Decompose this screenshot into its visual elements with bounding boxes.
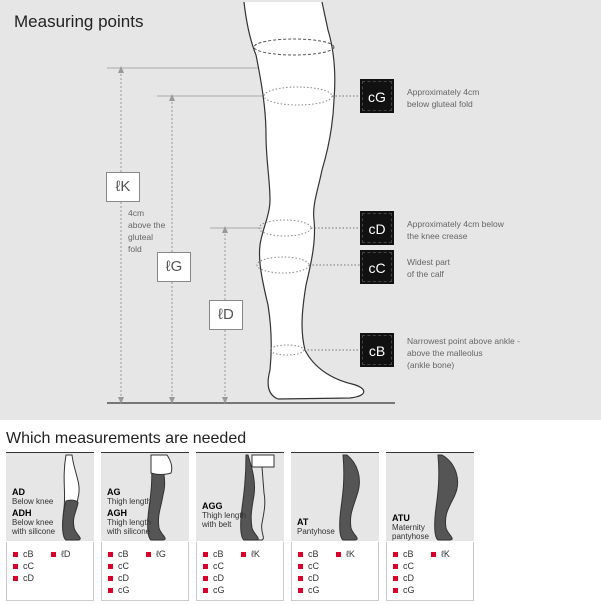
below-knee-stocking-illustration <box>62 454 81 541</box>
list-item: cB <box>393 548 415 560</box>
desc-AGH: Thigh length with silicone <box>107 518 152 536</box>
list-item: cC <box>393 560 415 572</box>
measurement-list: cB cC cD cG <box>393 548 415 596</box>
section-title: Which measurements are needed <box>6 430 247 447</box>
leg-diagram-svg <box>107 1 395 404</box>
list-item: cG <box>393 584 415 596</box>
desc-AD: Below knee <box>12 497 54 506</box>
desc-AT: Pantyhose <box>297 527 335 536</box>
list-item: cC <box>13 560 34 572</box>
list-item: ℓG <box>146 548 166 560</box>
length-list: ℓD <box>51 548 70 560</box>
card-below-knee: AD Below knee ADH Below knee with silico… <box>6 452 94 602</box>
cG-badge: cG <box>362 81 392 111</box>
list-item: ℓD <box>51 548 70 560</box>
list-item: cB <box>13 548 34 560</box>
measurement-list: cB cC cD cG <box>203 548 225 596</box>
lD-label: ℓD <box>209 300 243 330</box>
code-AGH: AGH <box>107 508 127 518</box>
list-item: cD <box>393 572 415 584</box>
card-thigh-length: AG Thigh length AGH Thigh length with si… <box>101 452 189 602</box>
thigh-length-stocking-illustration <box>147 454 173 541</box>
maternity-pantyhose-illustration <box>434 454 458 541</box>
pantyhose-illustration <box>339 454 360 541</box>
desc-ADH: Below knee with silicone <box>12 518 56 536</box>
list-item: cB <box>298 548 320 560</box>
code-AGG: AGG <box>202 501 223 511</box>
list-item: cC <box>203 560 225 572</box>
code-AT: AT <box>297 517 309 527</box>
card-maternity-pantyhose: ATU Maternity pantyhose cB cC cD cG ℓK <box>386 452 474 602</box>
cB-description: Narrowest point above ankle - above the … <box>407 336 520 370</box>
thigh-belt-stocking-illustration <box>240 454 275 541</box>
code-ATU: ATU <box>392 513 410 523</box>
list-item: cD <box>108 572 130 584</box>
measuring-points-diagram: Measuring points ℓK 4cm above the glutea… <box>0 0 601 420</box>
diagram-title: Measuring points <box>14 12 144 31</box>
length-list: ℓK <box>431 548 450 560</box>
card-thigh-length-belt: AGG Thigh length with belt cB cC cD cG ℓ… <box>196 452 284 602</box>
desc-AGG: Thigh length with belt <box>202 511 247 529</box>
lK-note: 4cm above the gluteal fold <box>128 208 166 254</box>
lG-label: ℓG <box>157 252 191 282</box>
cB-badge: cB <box>362 335 392 365</box>
measurement-list: cB cC cD cG <box>298 548 320 596</box>
list-item: cC <box>108 560 130 572</box>
list-item: ℓK <box>336 548 355 560</box>
list-item: cG <box>108 584 130 596</box>
list-item: cG <box>203 584 225 596</box>
cC-badge: cC <box>362 252 392 282</box>
leg-outline <box>243 1 365 400</box>
list-item: cD <box>13 572 34 584</box>
cG-description: Approximately 4cm below gluteal fold <box>407 87 480 109</box>
gluteal-fold-ellipse <box>253 38 335 56</box>
lK-label: ℓK <box>106 172 140 202</box>
list-item: cG <box>298 584 320 596</box>
list-item: cB <box>203 548 225 560</box>
measurement-list: cB cC cD <box>13 548 34 584</box>
list-item: ℓK <box>241 548 260 560</box>
code-AG: AG <box>107 487 121 497</box>
code-ADH: ADH <box>12 508 32 518</box>
desc-ATU: Maternity pantyhose <box>392 523 429 541</box>
measurement-list: cB cC cD cG <box>108 548 130 596</box>
list-item: cD <box>203 572 225 584</box>
cD-badge: cD <box>362 213 392 243</box>
card-pantyhose: AT Pantyhose cB cC cD cG ℓK <box>291 452 379 602</box>
list-item: ℓK <box>431 548 450 560</box>
length-list: ℓK <box>336 548 355 560</box>
cD-description: Approximately 4cm below the knee crease <box>407 219 504 241</box>
cC-description: Widest part of the calf <box>407 257 450 279</box>
list-item: cD <box>298 572 320 584</box>
length-list: ℓK <box>241 548 260 560</box>
list-item: cC <box>298 560 320 572</box>
list-item: cB <box>108 548 130 560</box>
length-list: ℓG <box>146 548 166 560</box>
code-AD: AD <box>12 487 25 497</box>
desc-AG: Thigh length <box>107 497 152 506</box>
